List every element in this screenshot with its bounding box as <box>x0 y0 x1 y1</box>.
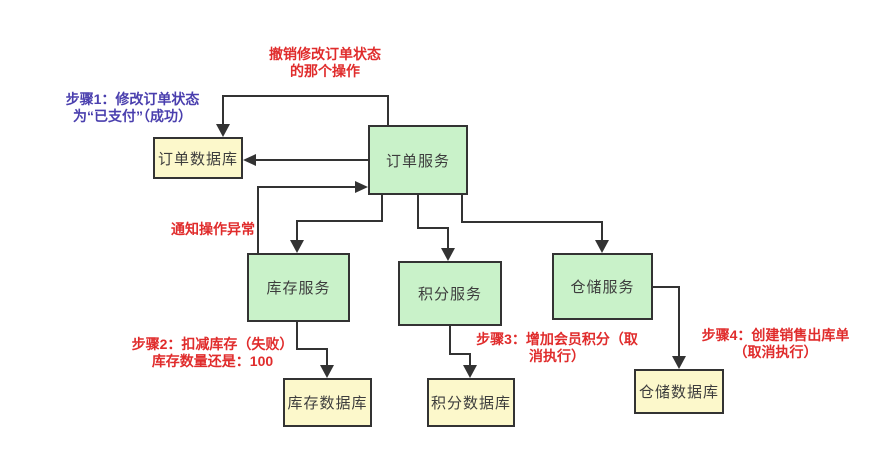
node-label: 订单数据库 <box>157 150 238 168</box>
connector-to-warehouse-segment-h <box>461 221 603 223</box>
node-label: 积分服务 <box>417 286 482 303</box>
connector-points-db-segment-v2 <box>469 353 471 365</box>
annotation-line: 通知操作异常 <box>171 221 255 237</box>
node-points-database: 积分数据库 <box>427 378 515 427</box>
annotation-line: 步骤3：增加会员积分（取 <box>476 331 638 347</box>
annotation-line: 为“已支付”（成功） <box>73 108 192 124</box>
connector-undo-segment-v2 <box>222 95 224 124</box>
connector-warehouse-db-segment-h <box>653 286 680 288</box>
annotation-line: 消执行） <box>529 348 585 364</box>
annotation-line: 步骤1：修改订单状态 <box>65 91 200 107</box>
connector-notify-segment-v <box>257 187 259 253</box>
annotation-line: 步骤4：创建销售出库单 <box>701 327 850 343</box>
node-label: 仓储数据库 <box>638 384 719 401</box>
connector-to-points-segment-v1 <box>417 195 419 229</box>
connector-to-points-segment-v2 <box>447 227 449 248</box>
arrowhead-down-into-warehouse-service <box>595 240 609 253</box>
connector-to-inventory-segment-v1 <box>381 195 383 222</box>
annotation-step1: 步骤1：修改订单状态 为“已支付”（成功） <box>55 91 210 125</box>
node-inventory-service: 库存服务 <box>247 253 350 322</box>
node-order-database: 订单数据库 <box>153 137 243 179</box>
connector-inventory-db-segment-v2 <box>326 348 328 365</box>
connector-to-warehouse-segment-v2 <box>601 221 603 240</box>
connector-notify-segment-h <box>257 186 355 188</box>
annotation-step3: 步骤3：增加会员积分（取 消执行） <box>473 331 641 365</box>
node-label: 仓储服务 <box>570 279 635 296</box>
arrowhead-down-into-points-database <box>463 365 477 378</box>
node-warehouse-database: 仓储数据库 <box>634 369 724 414</box>
node-label: 订单服务 <box>385 152 450 170</box>
arrowhead-right-into-order-service <box>355 181 368 193</box>
connector-points-db-segment-v1 <box>449 326 451 355</box>
connector-points-db-segment-h <box>449 353 471 355</box>
annotation-line: 步骤2：扣减库存（失败） <box>131 336 294 352</box>
annotation-step2: 步骤2：扣减库存（失败） 库存数量还是：100 <box>130 336 295 370</box>
connector-inventory-db-segment-h <box>296 348 328 350</box>
connector-undo-segment-h <box>222 95 389 97</box>
annotation-line: 的那个操作 <box>290 63 360 79</box>
annotation-notify-exception: 通知操作异常 <box>171 221 255 238</box>
connector-warehouse-db-segment-v <box>678 286 680 356</box>
connector-to-points-segment-h <box>417 227 449 229</box>
connector-to-warehouse-segment-v1 <box>461 195 463 223</box>
node-label: 积分数据库 <box>430 395 511 412</box>
arrowhead-down-into-inventory-database <box>320 365 334 378</box>
arrowhead-down-into-points-service <box>441 248 455 261</box>
arrowhead-down-into-order-database <box>216 124 230 137</box>
arrowhead-left-into-order-database <box>243 154 256 166</box>
arrowhead-down-into-warehouse-database <box>672 356 686 369</box>
node-inventory-database: 库存数据库 <box>283 378 372 427</box>
annotation-line: 库存数量还是：100 <box>151 353 274 369</box>
arrowhead-down-into-inventory-service <box>290 240 304 253</box>
node-label: 库存数据库 <box>287 395 368 412</box>
node-warehouse-service: 仓储服务 <box>552 253 653 320</box>
connector-to-inventory-segment-h <box>296 220 383 222</box>
connector-write-orderdb-segment-h <box>255 159 368 161</box>
annotation-line: （取消执行） <box>733 344 818 360</box>
connector-to-inventory-segment-v2 <box>296 220 298 240</box>
node-label: 库存服务 <box>266 280 331 297</box>
connector-undo-segment-v1 <box>387 95 389 125</box>
node-order-service: 订单服务 <box>368 125 468 195</box>
annotation-step4: 步骤4：创建销售出库单 （取消执行） <box>698 327 853 361</box>
connector-inventory-db-segment-v1 <box>296 322 298 350</box>
node-points-service: 积分服务 <box>398 261 502 326</box>
annotation-line: 撤销修改订单状态 <box>269 46 381 62</box>
annotation-undo-note: 撤销修改订单状态 的那个操作 <box>255 46 395 80</box>
